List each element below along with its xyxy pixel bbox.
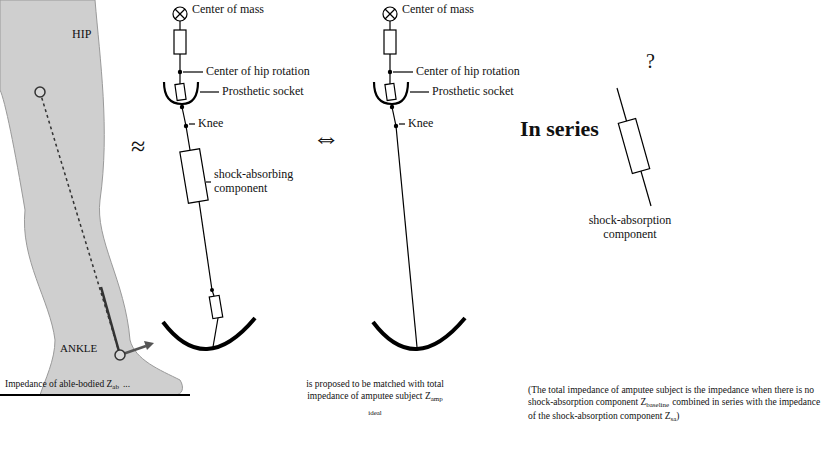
caption-text: Impedance of able-bodied Z xyxy=(5,379,112,389)
caption-block: (The total impedance of amputee subject … xyxy=(528,384,828,425)
ground-line xyxy=(0,394,190,396)
part-label: Knee xyxy=(408,117,433,131)
hip-ankle-line xyxy=(40,92,120,355)
subscript: baseline xyxy=(646,401,669,409)
caption-text: ... xyxy=(123,379,130,389)
subscript: sa xyxy=(670,415,676,423)
part-label: Prosthetic socket xyxy=(222,85,304,99)
caption-text: is proposed to be matched with total imp… xyxy=(306,379,444,401)
part-label: shock-absorbing component xyxy=(214,168,306,196)
joint-label: ANKLE xyxy=(60,342,97,355)
caption-text: ) xyxy=(676,411,679,421)
subscript: ab xyxy=(112,383,119,391)
series-component xyxy=(617,88,651,206)
part-label: Center of hip rotation xyxy=(206,65,310,79)
part-label: shock-absorption component xyxy=(578,214,682,242)
heading-label: In series xyxy=(520,116,599,141)
schematic-baseline xyxy=(373,7,465,349)
joint-dots xyxy=(178,70,398,292)
symbol: ≈ xyxy=(131,132,145,162)
symbol: ? xyxy=(646,50,655,73)
hip-joint xyxy=(35,87,45,97)
part-label: Center of mass xyxy=(192,3,264,17)
leg-silhouette xyxy=(0,0,182,395)
arrow-head xyxy=(144,341,154,350)
caption-block: is proposed to be matched with total imp… xyxy=(300,378,450,419)
ankle-joint xyxy=(115,350,125,360)
part-label: Center of mass xyxy=(402,3,474,17)
part-label: Knee xyxy=(198,117,223,131)
caption-block: Impedance of able-bodied Zab... xyxy=(5,378,195,392)
force-vector xyxy=(101,287,120,355)
part-label: Prosthetic socket xyxy=(432,85,514,99)
symbol: ⇔ xyxy=(312,122,340,154)
part-label: Center of hip rotation xyxy=(416,65,520,79)
joint-label: HIP xyxy=(72,28,91,42)
